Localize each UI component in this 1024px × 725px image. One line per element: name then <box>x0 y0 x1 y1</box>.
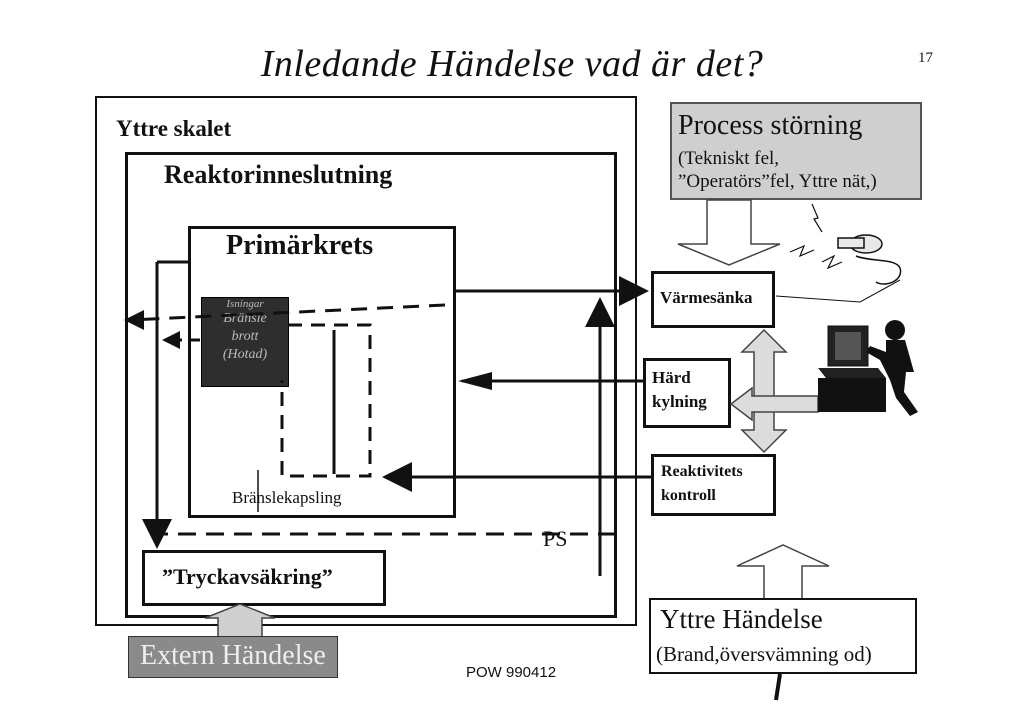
operator-arrow <box>729 386 819 422</box>
cladding-label: Bränslekapsling <box>232 488 342 507</box>
process-disturbance-line2: (Tekniskt fel, <box>678 148 780 169</box>
outer-shell-box <box>95 96 637 626</box>
external-up-arrow <box>736 544 830 598</box>
core-cooling-line2: kylning <box>652 392 707 411</box>
external-event-box <box>649 598 917 674</box>
lightning-icon <box>789 203 843 270</box>
ps-label: PS <box>543 526 568 551</box>
external-event-detail: (Brand,översvämning od) <box>656 642 872 666</box>
plug-icon <box>837 234 902 285</box>
heat-sink-box <box>651 271 775 328</box>
external-tail <box>774 673 782 701</box>
primary-circuit-label: Primärkrets <box>226 230 374 261</box>
computer-operator-icon <box>818 320 918 416</box>
core-cooling-line1: Härd <box>652 368 691 387</box>
process-down-arrow <box>677 199 781 266</box>
primary-circuit-box <box>188 226 456 518</box>
pressure-relief-label: ”Tryckavsäkring” <box>162 564 333 589</box>
process-disturbance-line3: ”Operatörs”fel, Yttre nät,) <box>678 171 877 192</box>
process-disturbance-box <box>670 102 922 200</box>
fuel-line-4: (Hotad) <box>222 347 268 362</box>
page-number: 17 <box>918 50 933 66</box>
fuel-line-2: Bränsle <box>223 311 267 326</box>
core-cooling-box <box>643 358 731 428</box>
reactivity-control-box <box>651 454 776 516</box>
footer-code: POW 990412 <box>466 664 557 681</box>
containment-box <box>125 152 617 618</box>
fuel-line-1: Isningar <box>226 298 264 310</box>
containment-label: Reaktorinneslutning <box>164 160 393 189</box>
fuel-damage-block: Isningar Bränsle brott (Hotad) <box>201 297 289 387</box>
outer-shell-label: Yttre skalet <box>116 116 232 141</box>
heat-sink-label: Värmesänka <box>660 288 753 307</box>
reactivity-line1: Reaktivitets <box>661 463 743 480</box>
slide-title: Inledande Händelse vad är det? <box>260 43 764 85</box>
extern-event-label: Extern Händelse <box>140 640 326 671</box>
process-disturbance-title: Process störning <box>678 110 863 141</box>
heat-sink-cable <box>775 279 901 303</box>
reactivity-line2: kontroll <box>661 487 716 504</box>
extern-event-box <box>128 636 338 678</box>
fuel-line-3: brott <box>231 329 259 344</box>
systems-double-arrow <box>740 328 788 454</box>
external-event-title: Yttre Händelse <box>660 604 823 634</box>
